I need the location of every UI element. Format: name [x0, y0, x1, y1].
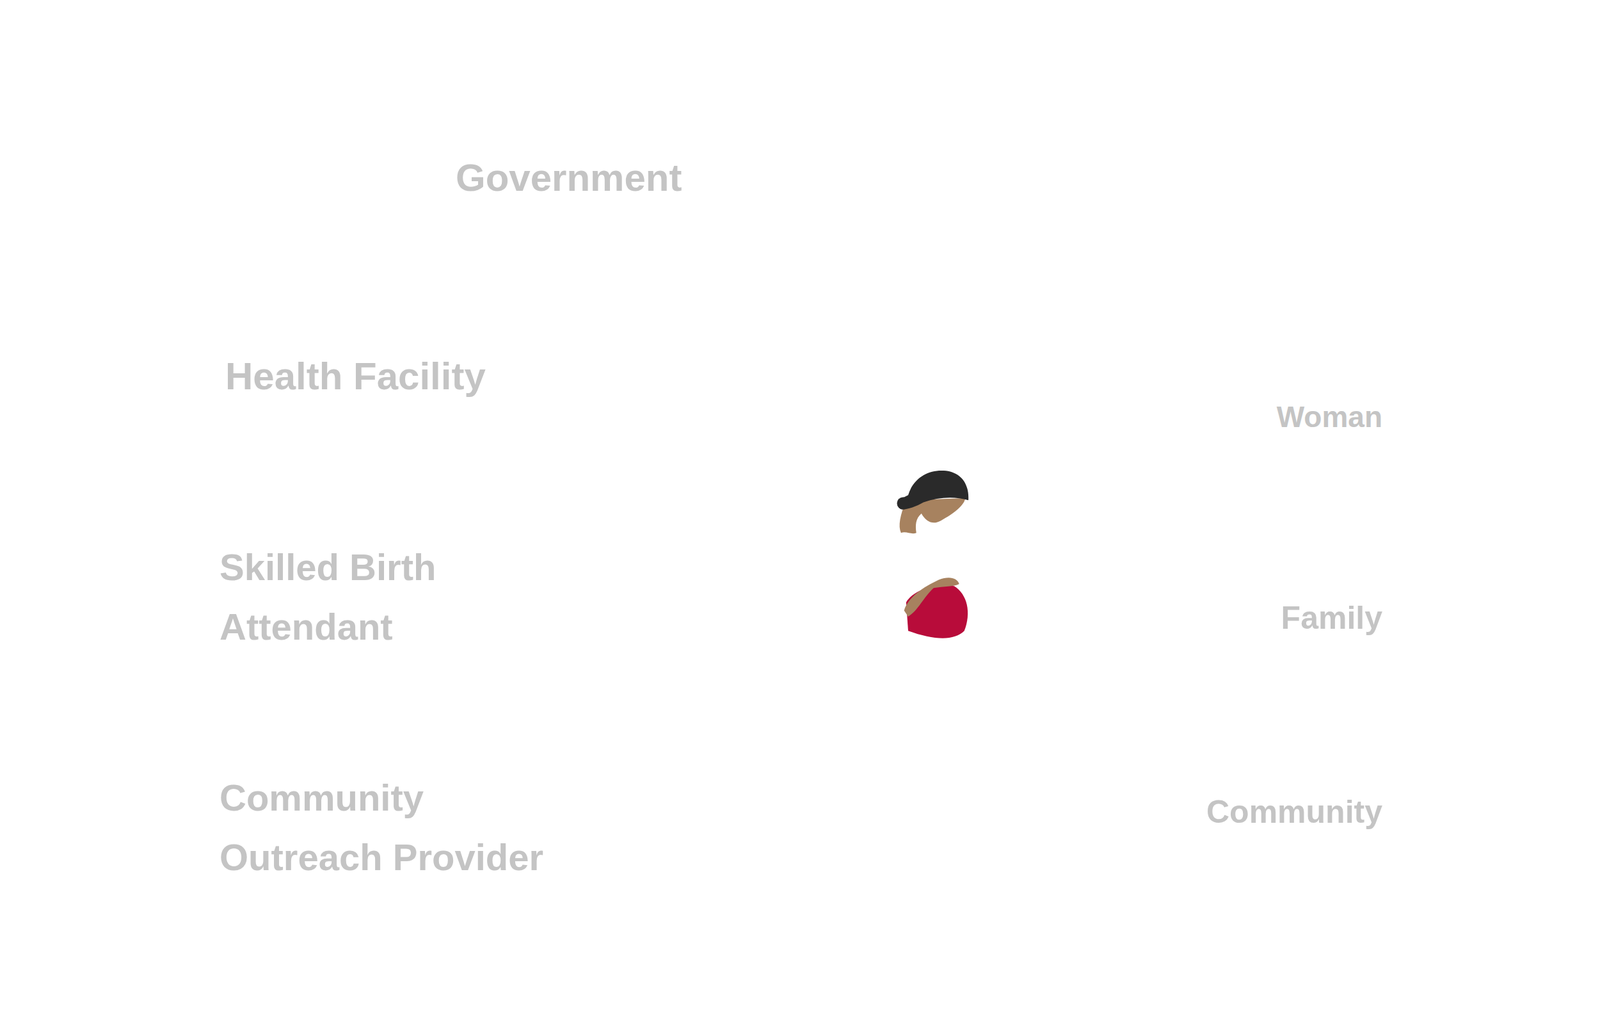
stakeholder-label: Government — [455, 147, 685, 209]
stakeholder-label: Skilled Birth Attendant — [219, 537, 439, 657]
woman-top — [897, 530, 962, 582]
woman-belly — [906, 585, 968, 639]
stakeholder-label: Health Facility — [225, 345, 489, 408]
hair-bun — [896, 496, 909, 509]
stakeholder-label: Community — [1203, 785, 1383, 838]
woman-arm — [904, 577, 960, 617]
stakeholder-label: Woman — [1274, 393, 1383, 441]
stakeholder-label: Community Outreach Provider — [219, 768, 546, 888]
stakeholder-label: Family — [1278, 592, 1383, 644]
